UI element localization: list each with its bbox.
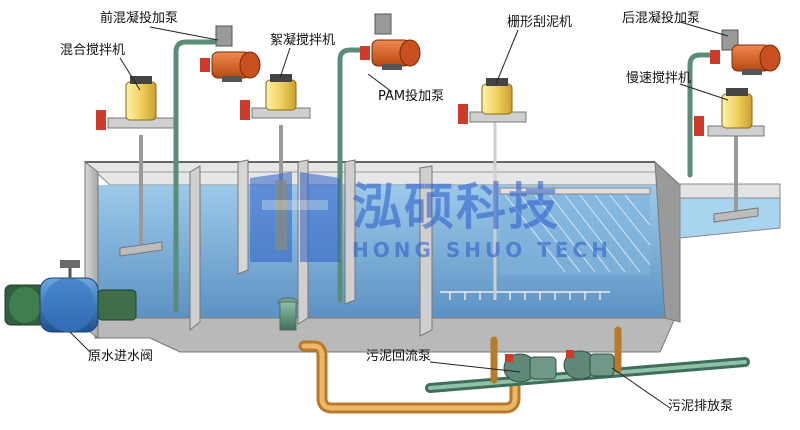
dosing-pipes: [173, 39, 721, 313]
raw-water-valve-unit: [4, 260, 137, 333]
grid-scraper-motor-unit: [458, 78, 527, 124]
label-grid-scraper: 栅形刮泥机: [507, 15, 573, 30]
label-sludge-discharge-pump: 污泥排放泵: [668, 399, 734, 414]
label-flocculation-mixer: 絮凝搅拌机: [270, 33, 336, 48]
label-pam-dosing-pump: PAM投加泵: [378, 89, 445, 104]
slow-mixer-motor-unit: [694, 88, 765, 137]
lamella-plates: [499, 187, 651, 275]
watermark-logo-mark: [250, 172, 340, 262]
watermark-sub: HONG SHUO TECH: [352, 238, 612, 262]
leader-lines: [69, 21, 729, 409]
watermark-name: 泓硕科技: [352, 178, 560, 236]
scraper-rake: [440, 110, 610, 300]
label-mixer: 混合搅拌机: [60, 43, 126, 58]
outlet-channel: [679, 183, 781, 239]
pam-dosing-pump-unit: [360, 13, 421, 70]
label-rear-dosing-pump: 后混凝投加泵: [622, 11, 701, 26]
label-raw-water-valve: 原水进水阀: [88, 349, 154, 364]
sludge-hopper: [277, 297, 299, 331]
label-front-dosing-pump: 前混凝投加泵: [100, 11, 179, 26]
label-sludge-return-pump: 污泥回流泵: [366, 349, 432, 364]
sludge-discharge-pump-unit: [563, 350, 615, 380]
flocculation-mixer-motor-unit: [240, 74, 311, 120]
mixer-motor-unit: [96, 76, 175, 130]
sludge-return-pump-unit: [503, 353, 557, 383]
rear-dosing-pump-unit: [710, 29, 781, 75]
front-dosing-pump-unit: [200, 25, 261, 82]
label-slow-mixer: 慢速搅拌机: [626, 71, 692, 86]
